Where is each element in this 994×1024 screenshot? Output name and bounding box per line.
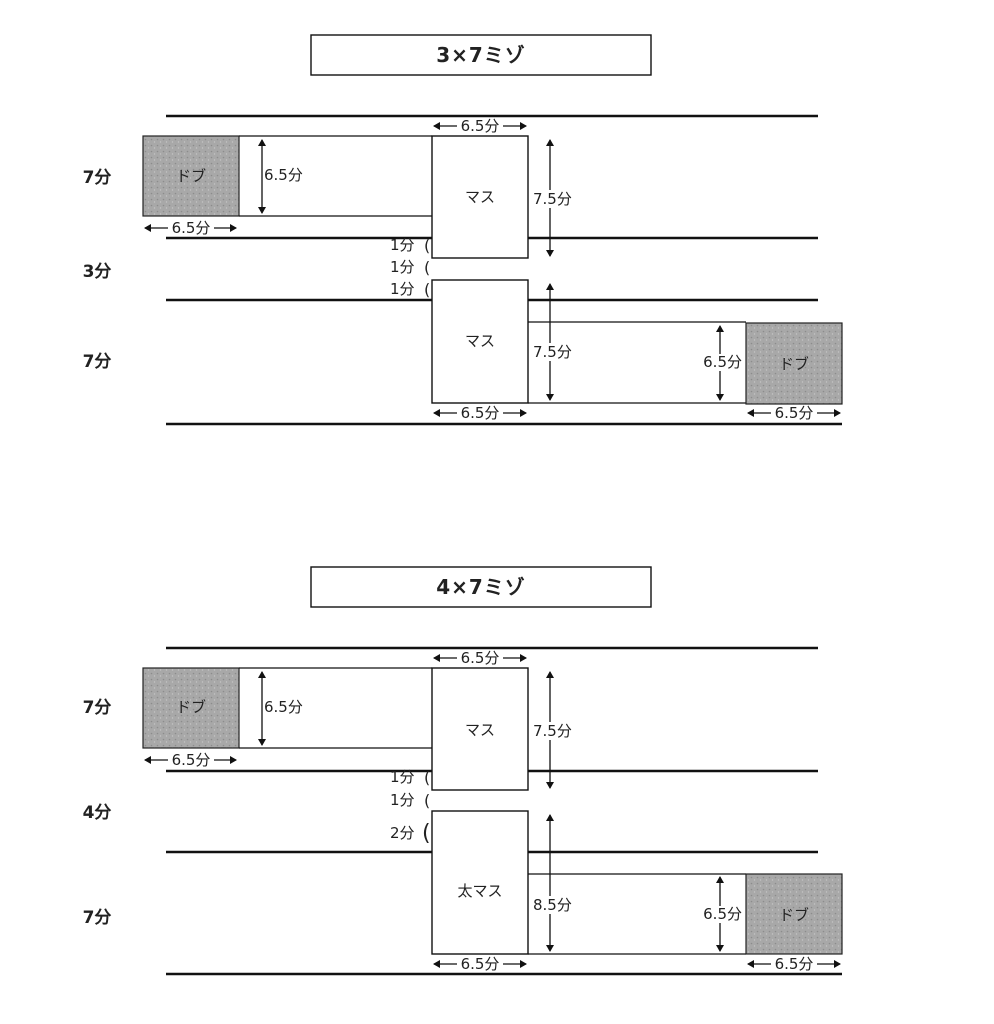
dim-label: 7.5分	[533, 190, 572, 208]
gap-label: 1分	[390, 768, 415, 786]
label-bg	[530, 896, 574, 914]
label-bg	[771, 405, 817, 421]
masu-box	[431, 667, 529, 791]
dim-label: 6.5分	[461, 117, 500, 135]
dim-label: 6.5分	[461, 955, 500, 973]
label-bg	[700, 354, 742, 371]
label-bg	[168, 752, 214, 768]
gap-paren: (	[424, 791, 430, 810]
title-box	[310, 34, 652, 76]
gap-label: 1分	[390, 791, 415, 809]
label-bg	[771, 956, 817, 972]
label-bg	[700, 906, 742, 923]
dim-label: 6.5分	[461, 649, 500, 667]
dim-label: 6.5分	[264, 166, 303, 184]
diagram-3x7: 3×7ミゾ 7分 3分 7分 ドブ 6.5分 6.5分 マス 6.5分 7.5分…	[83, 34, 843, 426]
label-bg	[457, 118, 503, 134]
dim-label: 6.5分	[461, 404, 500, 422]
gap-paren: (	[424, 768, 430, 787]
dobu-label: ドブ	[176, 698, 206, 716]
label-bg	[457, 405, 503, 421]
masu-label: マス	[465, 188, 495, 206]
label-bg	[530, 190, 574, 208]
gap-label: 1分	[390, 258, 415, 276]
gap-label: 2分	[390, 824, 415, 842]
dobu-box	[745, 322, 843, 405]
gap-paren: (	[424, 280, 430, 299]
dim-label: 6.5分	[172, 219, 211, 237]
dobu-label: ドブ	[779, 906, 809, 924]
masu-box	[431, 135, 529, 259]
diagram-title: 3×7ミゾ	[436, 43, 526, 67]
row-label: 3分	[83, 262, 112, 282]
row-label: 4分	[83, 803, 112, 823]
dim-label: 7.5分	[533, 722, 572, 740]
dobu-box	[745, 873, 843, 955]
gap-label: 1分	[390, 280, 415, 298]
dobu-label: ドブ	[779, 355, 809, 373]
gap-label: 1分	[390, 236, 415, 254]
label-bg	[530, 722, 574, 740]
dobu-box	[142, 667, 240, 749]
dobu-box	[142, 135, 240, 217]
dim-label: 6.5分	[703, 905, 742, 923]
futomasu-label: 太マス	[457, 882, 502, 900]
gap-paren: (	[424, 258, 430, 277]
dim-label: 7.5分	[533, 343, 572, 361]
gap-paren: (	[424, 236, 430, 255]
gap-paren: (	[422, 821, 431, 846]
dim-label: 6.5分	[172, 751, 211, 769]
row-label: 7分	[83, 908, 112, 928]
dim-label: 6.5分	[775, 404, 814, 422]
label-bg	[457, 650, 503, 666]
title-box	[310, 566, 652, 608]
dim-label: 6.5分	[264, 698, 303, 716]
diagram-title: 4×7ミゾ	[436, 575, 526, 599]
diagram-4x7: 4×7ミゾ 7分 4分 7分 ドブ 6.5分 6.5分 マス 6.5分 7.5分…	[83, 566, 843, 976]
row-label: 7分	[83, 698, 112, 718]
label-bg	[457, 956, 503, 972]
dim-label: 6.5分	[775, 955, 814, 973]
label-bg	[530, 343, 574, 361]
masu-label: マス	[465, 332, 495, 350]
label-bg	[168, 220, 214, 236]
row-label: 7分	[83, 352, 112, 372]
masu-box	[431, 279, 529, 404]
masu-label: マス	[465, 721, 495, 739]
dobu-label: ドブ	[176, 167, 206, 185]
futomasu-box	[431, 810, 529, 955]
dim-label: 8.5分	[533, 896, 572, 914]
dim-label: 6.5分	[703, 353, 742, 371]
row-label: 7分	[83, 168, 112, 188]
